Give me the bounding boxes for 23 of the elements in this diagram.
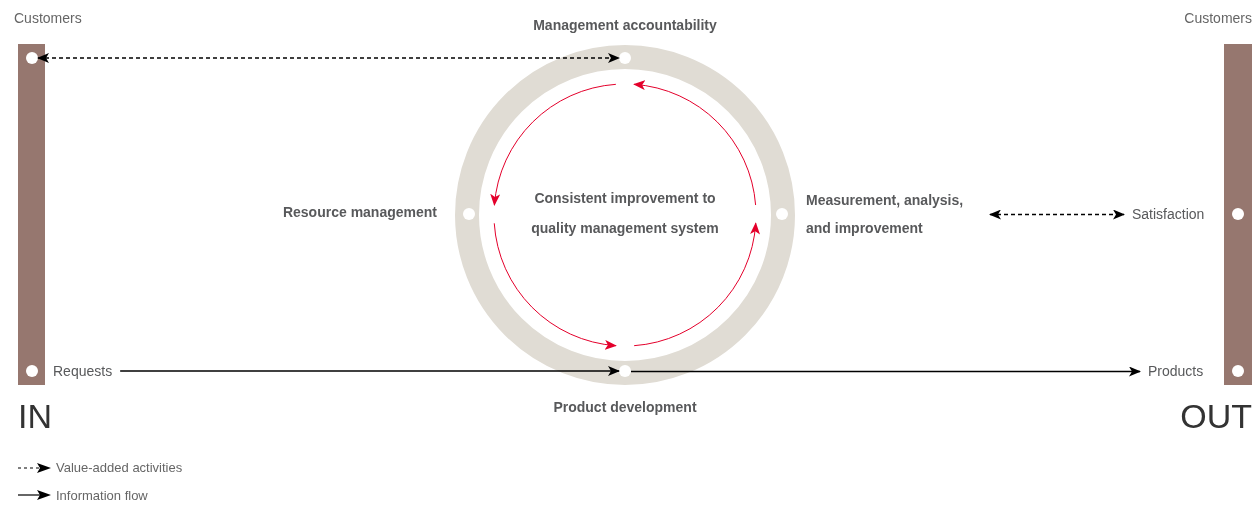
arrow	[119, 366, 620, 376]
arrow	[37, 53, 620, 63]
cycle-arrow	[493, 222, 617, 350]
flow-label: Requests	[45, 361, 121, 382]
flow-label: Products	[1140, 361, 1212, 382]
legend-label: Value-added activities	[56, 459, 183, 477]
group-heading: Customers	[1184, 9, 1252, 28]
cycle-arrow	[633, 80, 757, 206]
side-heading: IN	[18, 396, 52, 436]
stage-label: Product development	[475, 397, 775, 418]
stage-label: Management accountability	[475, 15, 775, 36]
flow-label: Satisfaction	[1124, 204, 1213, 225]
cycle-arrow	[633, 222, 760, 347]
arrow	[989, 209, 1125, 220]
stage-label: Resource management	[245, 202, 445, 223]
arrow	[630, 366, 1141, 377]
center-text: Consistent improvement to quality management system	[530, 189, 720, 238]
cycle-arrow	[491, 83, 617, 206]
side-heading: OUT	[1180, 396, 1252, 436]
group-heading: Customers	[14, 9, 82, 28]
legend-label: Information flow	[56, 486, 148, 505]
process-ring	[455, 45, 795, 385]
stage-label: Measurement, analysis, and improvement	[798, 186, 990, 242]
